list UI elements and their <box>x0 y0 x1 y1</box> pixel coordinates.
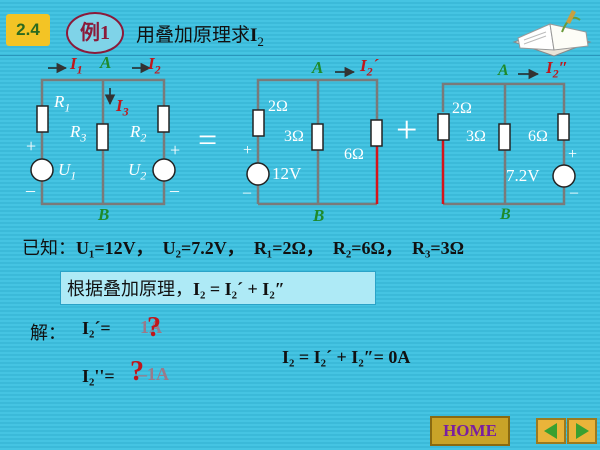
right-r3-value: 3Ω <box>466 128 486 145</box>
node-b-left: B <box>98 205 110 224</box>
label-i3: I3 <box>116 96 129 119</box>
i3-sub: 3 <box>122 104 129 119</box>
eq-i2-double-prime: I₂''= <box>82 366 115 386</box>
right-r2-value: 6Ω <box>528 128 548 145</box>
r2-var: R <box>130 122 141 141</box>
label-i2: I2 <box>148 54 161 77</box>
u2-var: U <box>128 160 141 179</box>
plus-sign: + <box>396 109 418 151</box>
label-r2: R2 <box>130 122 146 145</box>
node-a-mid: A <box>312 58 324 77</box>
u1-plus: + <box>26 136 37 156</box>
right-r1-value: 2Ω <box>452 100 472 117</box>
left-arrow-icon <box>544 423 557 439</box>
i2p-prime: ´ <box>372 56 379 75</box>
r3-sub: 3 <box>80 130 87 145</box>
right-plus: + <box>568 146 578 163</box>
answer-i2-prime: 1A <box>140 317 162 337</box>
r3-var: R <box>70 122 81 141</box>
title-var: I <box>250 25 258 46</box>
label-i2-double-prime: I2″ <box>546 58 568 81</box>
mid-r1-value: 2Ω <box>268 98 288 115</box>
label-u2: U2 <box>128 160 146 183</box>
i2p-var: I <box>360 56 367 75</box>
page-title: 用叠加原理求I2 <box>136 20 264 50</box>
u2-plus: + <box>170 140 181 160</box>
u2-sub: 2 <box>140 168 147 183</box>
header-divider <box>0 55 600 56</box>
eq-i2-prime: I₂´= <box>82 318 111 338</box>
mid-plus: + <box>243 142 253 159</box>
i3-var: I <box>116 96 123 115</box>
source-u2 <box>152 158 176 182</box>
u1-var: U <box>58 160 71 179</box>
mid-minus: – <box>243 184 251 201</box>
i2pp-prime: ″ <box>558 58 569 77</box>
home-button[interactable]: HOME <box>430 416 510 446</box>
known-u2: U₂=7.2V， <box>162 238 245 258</box>
known-label: 已知： <box>22 238 76 258</box>
prev-button[interactable] <box>536 418 566 444</box>
r1-sub: 1 <box>64 100 71 115</box>
label-i1: I1 <box>70 54 83 77</box>
known-r1: R₁=2Ω， <box>253 238 324 258</box>
right-arrow-icon <box>576 423 589 439</box>
i2pp-sub: 2 <box>552 66 559 81</box>
resistor-r2 <box>157 105 170 133</box>
circuit-diagrams <box>30 62 576 206</box>
answer-i2-double-prime: –1A <box>138 364 169 384</box>
i2pp-var: I <box>546 58 553 77</box>
known-r3: R₃=3Ω <box>411 238 465 258</box>
node-a-right: A <box>498 62 509 79</box>
label-r1: R1 <box>54 92 70 115</box>
u1-sub: 1 <box>70 168 77 183</box>
solution-label: 解： <box>30 323 66 343</box>
node-a-left: A <box>100 53 112 72</box>
equals-sign: = <box>198 122 218 159</box>
source-u1 <box>30 158 54 182</box>
principle-label: 根据叠加原理， <box>67 279 193 299</box>
example-badge: 例1 <box>66 12 124 54</box>
final-result: I₂ = I₂´ + I₂″= 0A <box>282 347 411 367</box>
i1-sub: 1 <box>76 62 83 77</box>
resistor-r1 <box>36 105 49 133</box>
right-minus: – <box>570 184 578 201</box>
principle-formula: I₂ = I₂´ + I₂″ <box>193 279 285 299</box>
mid-source-value: 12V <box>272 164 302 183</box>
node-b-mid: B <box>313 206 325 225</box>
section-badge: 2.4 <box>6 14 50 46</box>
resistor-r3 <box>96 123 109 151</box>
question-mark-1: ? <box>147 312 161 343</box>
principle-box: 根据叠加原理，I₂ = I₂´ + I₂″ <box>60 271 376 305</box>
known-values: 已知：U₁=12V， U₂=7.2V， R₁=2Ω， R₂=6Ω， R₃=3Ω <box>22 234 464 260</box>
label-u1: U1 <box>58 160 76 183</box>
i1-var: I <box>70 54 77 73</box>
mid-r2-value: 6Ω <box>344 146 364 163</box>
next-button[interactable] <box>567 418 597 444</box>
mid-r3-value: 3Ω <box>284 128 304 145</box>
i2p-sub: 2 <box>366 64 373 79</box>
r2-sub: 2 <box>140 130 147 145</box>
title-sub: 2 <box>257 33 264 49</box>
right-source-value: 7.2V <box>506 166 540 185</box>
label-r3: R3 <box>70 122 86 145</box>
title-text: 用叠加原理求 <box>136 25 251 46</box>
open-book-icon <box>512 10 592 57</box>
label-i2-prime: I2´ <box>360 56 378 79</box>
u1-minus: – <box>26 180 35 200</box>
u2-minus: – <box>170 180 179 200</box>
known-r2: R₂=6Ω， <box>332 238 403 258</box>
i2-sub: 2 <box>154 62 161 77</box>
node-b-right: B <box>500 206 511 223</box>
known-u1: U₁=12V， <box>76 238 154 258</box>
i2-var: I <box>148 54 155 73</box>
question-mark-2: ? <box>130 356 144 387</box>
r1-var: R <box>54 92 65 111</box>
